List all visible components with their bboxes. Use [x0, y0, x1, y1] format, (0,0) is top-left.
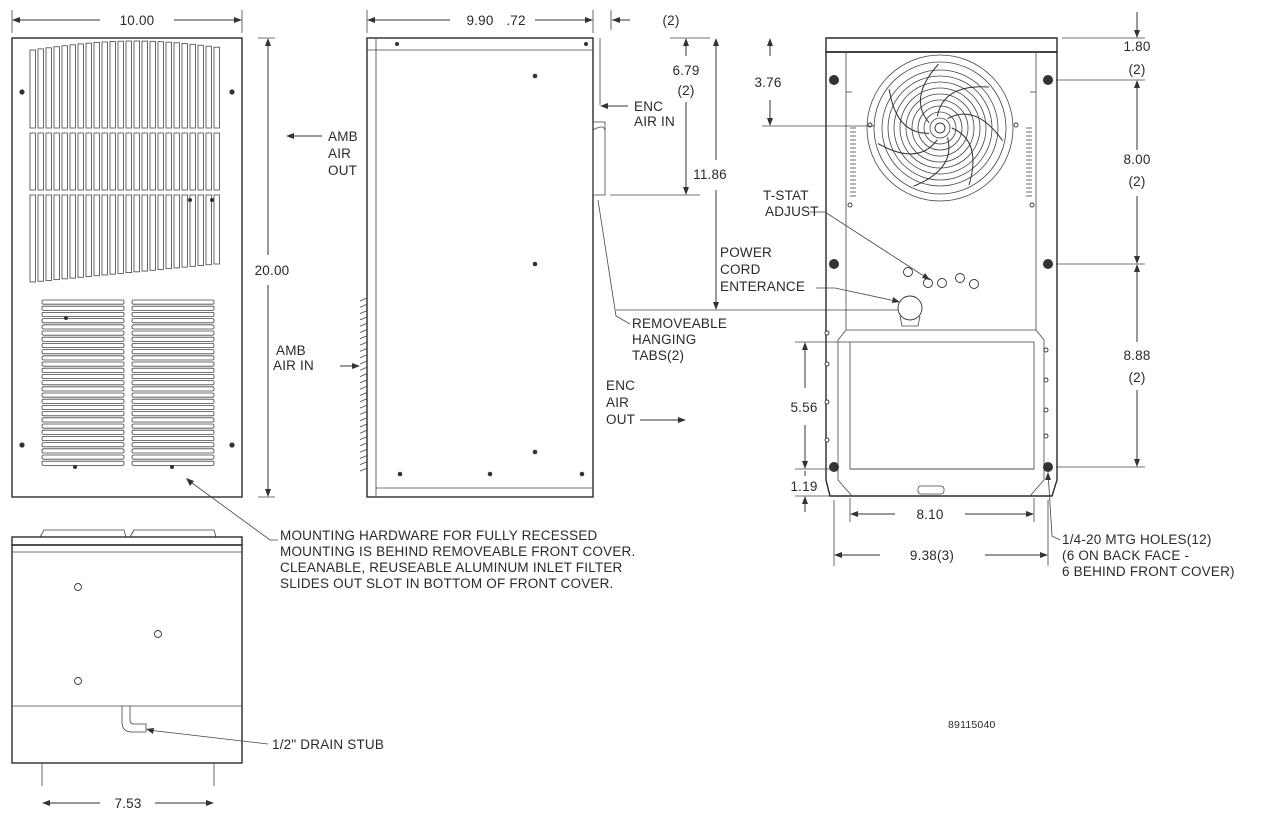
- svg-text:AIR: AIR: [606, 395, 629, 410]
- label-mounting-note: MOUNTING HARDWARE FOR FULLY RECESSED MOU…: [186, 478, 635, 591]
- dim-back-top-label: 1.80: [1123, 39, 1150, 54]
- dim-tab-count-label: (2): [662, 13, 679, 28]
- svg-text:AIR IN: AIR IN: [634, 114, 675, 129]
- svg-text:CLEANABLE, REUSEABLE ALUMINUM: CLEANABLE, REUSEABLE ALUMINUM INLET FILT…: [280, 560, 623, 575]
- dim-back-left: 5.56 1.19: [790, 341, 850, 512]
- label-power-cord: POWER CORD ENTERANCE: [720, 245, 901, 303]
- side-body-outline: [366, 37, 594, 498]
- label-tstat: T-STAT ADJUST: [763, 188, 931, 281]
- dim-fan-offset-label: 3.76: [754, 75, 781, 90]
- svg-text:AMB: AMB: [276, 343, 306, 358]
- label-hanging-tabs: REMOVEABLE HANGING TABS(2): [597, 199, 727, 363]
- svg-text:ENC: ENC: [634, 99, 663, 114]
- svg-text:ENC: ENC: [606, 378, 635, 393]
- side-heat-fins: [359, 297, 368, 472]
- dim-back-inner-width-label: 8.10: [916, 507, 943, 522]
- dim-front-height: 20.00: [255, 37, 290, 498]
- bottom-view: [11, 529, 243, 786]
- svg-text:REMOVEABLE: REMOVEABLE: [632, 316, 727, 331]
- dim-back-top-count: (2): [1128, 62, 1145, 77]
- front-lower-louvers: [41, 299, 215, 466]
- svg-text:MOUNTING HARDWARE FOR FULLY RE: MOUNTING HARDWARE FOR FULLY RECESSED: [280, 528, 598, 543]
- dim-back-bottom: 8.10 9.38(3): [833, 498, 1049, 566]
- dim-back-mid-label: 8.00: [1123, 152, 1150, 167]
- dim-side-upper-count: (2): [677, 83, 694, 98]
- svg-text:TABS(2): TABS(2): [632, 348, 684, 363]
- back-view: [824, 37, 1058, 497]
- back-body-outline: [825, 51, 1058, 497]
- dim-back-low-count: (2): [1128, 370, 1145, 385]
- dim-bottom-width-label: 7.53: [114, 796, 141, 811]
- svg-text:POWER: POWER: [720, 245, 772, 260]
- svg-text:6 BEHIND FRONT COVER): 6 BEHIND FRONT COVER): [1062, 564, 1235, 579]
- svg-text:AIR: AIR: [328, 146, 351, 161]
- svg-text:OUT: OUT: [606, 412, 635, 427]
- back-side-vents: [850, 127, 1032, 197]
- label-enc-air-in: ENC AIR IN: [600, 99, 675, 129]
- svg-text:(6 ON BACK FACE -: (6 ON BACK FACE -: [1062, 548, 1189, 563]
- bottom-body-outline: [11, 544, 243, 764]
- svg-text:MOUNTING IS BEHIND REMOVEABLE: MOUNTING IS BEHIND REMOVEABLE FRONT COVE…: [280, 544, 635, 559]
- dim-side-total-label: 11.86: [693, 167, 727, 182]
- dim-front-width: 10.00: [11, 10, 243, 33]
- dim-back-width-label: 9.38(3): [910, 548, 954, 563]
- dim-fan-offset: 3.76: [754, 38, 875, 127]
- label-enc-air-out: ENC AIR OUT: [606, 378, 686, 427]
- drain-stub: [121, 706, 147, 733]
- svg-text:1/2" DRAIN STUB: 1/2" DRAIN STUB: [272, 737, 384, 752]
- side-view: [359, 37, 606, 498]
- svg-text:CORD: CORD: [720, 262, 761, 277]
- svg-text:ENTERANCE: ENTERANCE: [720, 279, 805, 294]
- dim-front-width-label: 10.00: [120, 13, 155, 28]
- svg-text:ADJUST: ADJUST: [765, 204, 819, 219]
- front-screws: [19, 89, 235, 469]
- label-mtg-holes: 1/4-20 MTG HOLES(12) (6 ON BACK FACE - 6…: [1045, 471, 1235, 579]
- back-lower-slot: [849, 341, 1035, 470]
- dim-back-right: 1.80 (2) 8.00 (2) 8.88 (2): [1056, 12, 1150, 468]
- dim-side-depth-label: 9.90: [466, 13, 493, 28]
- dim-back-slot-label: 5.56: [790, 400, 817, 415]
- label-amb-air-in: AMB AIR IN: [273, 343, 360, 373]
- dim-back-bottom-label: 1.19: [790, 479, 817, 494]
- dim-side-vertical: 6.79 (2) 11.86: [610, 37, 900, 311]
- label-amb-air-out: AMB AIR OUT: [286, 129, 358, 178]
- front-panel-outline: [11, 37, 243, 498]
- svg-text:OUT: OUT: [328, 163, 357, 178]
- fan: [866, 54, 1014, 202]
- dim-side-offset-label: .72: [506, 13, 525, 28]
- dim-front-height-label: 20.00: [255, 263, 290, 278]
- svg-text:T-STAT: T-STAT: [763, 188, 809, 203]
- svg-text:1/4-20 MTG HOLES(12): 1/4-20 MTG HOLES(12): [1062, 532, 1212, 547]
- svg-text:SLIDES OUT SLOT IN BOTTOM OF F: SLIDES OUT SLOT IN BOTTOM OF FRONT COVER…: [280, 576, 614, 591]
- label-drain: 1/2" DRAIN STUB: [146, 728, 384, 752]
- svg-text:AMB: AMB: [328, 129, 358, 144]
- svg-text:HANGING: HANGING: [632, 332, 696, 347]
- dim-bottom-width: 7.53: [42, 796, 214, 811]
- front-upper-grille: [29, 40, 220, 283]
- hanging-tab: [592, 121, 606, 196]
- dim-back-mid-count: (2): [1128, 174, 1145, 189]
- dim-side-upper-label: 6.79: [672, 63, 699, 78]
- power-cord-entrance: [897, 295, 923, 321]
- drawing-number: 89115040: [948, 719, 996, 731]
- dim-back-low-label: 8.88: [1123, 348, 1150, 363]
- svg-text:AIR IN: AIR IN: [273, 358, 314, 373]
- dim-side-depth: 9.90 .72 (2): [366, 10, 679, 33]
- front-view: [11, 37, 243, 498]
